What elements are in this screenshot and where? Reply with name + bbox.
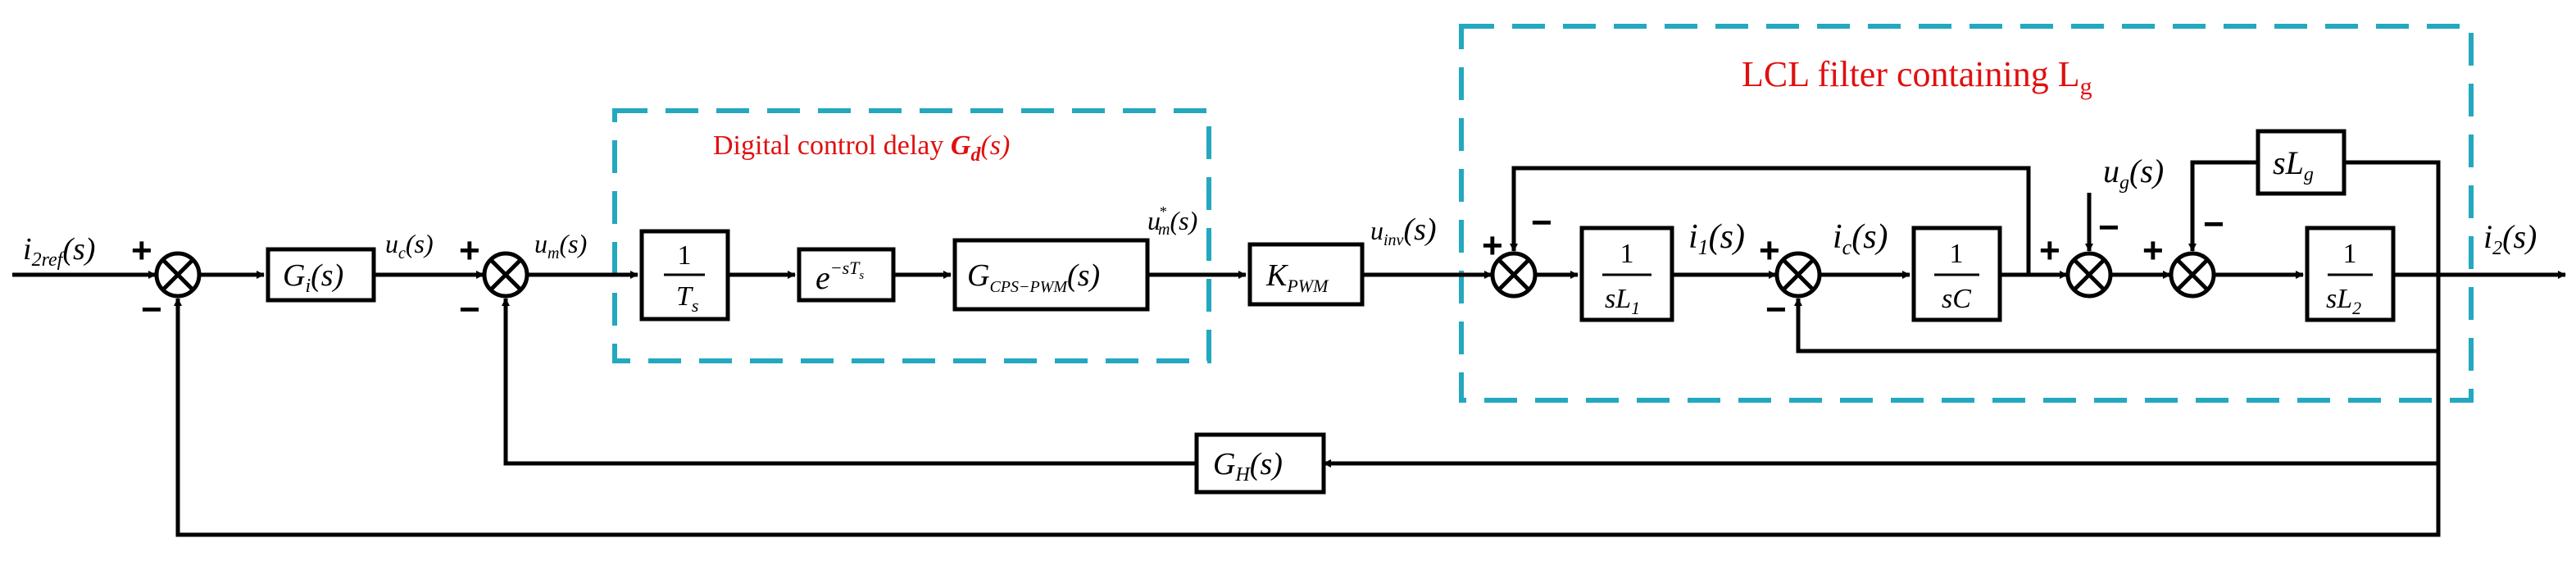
wire-gh-to-sum2 [502, 298, 1197, 466]
gi-label: Gi(s) [283, 258, 343, 297]
gi-block [266, 247, 376, 303]
summing-junction-2 [482, 251, 529, 299]
sc-denominator: sC [1942, 284, 1971, 314]
wire-to-gh [1323, 351, 2441, 468]
sign-minus-sum1: − [141, 290, 162, 330]
signal-i1: i1(s) [1688, 218, 1745, 259]
wire-outer-feedback [174, 298, 2441, 537]
lcl-filter-region [1459, 24, 2474, 403]
sl1-denominator: sL1 [1605, 284, 1640, 318]
sign-plus-sum5: + [2039, 230, 2060, 271]
signal-uc: uc(s) [385, 229, 434, 262]
sign-minus-sum2: − [459, 290, 480, 330]
sign-minus-sum4: − [1765, 290, 1787, 330]
signal-ic: ic(s) [1833, 218, 1888, 259]
summing-junction-1 [154, 251, 202, 299]
signal-i2ref: i2ref(s) [23, 232, 95, 271]
sl1-numerator: 1 [1620, 239, 1634, 269]
summing-junction-5 [2065, 251, 2113, 299]
sl2-numerator: 1 [2343, 239, 2357, 269]
slg-block [2256, 129, 2347, 196]
gh-label: GH(s) [1213, 447, 1283, 486]
sl2-denominator: sL2 [2326, 284, 2361, 318]
sign-plus-sum4: + [1759, 230, 1780, 271]
sc-numerator: 1 [1950, 239, 1964, 269]
wire-cap-voltage-feedback [1510, 166, 2031, 275]
ts-numerator: 1 [678, 240, 692, 271]
digital-delay-region [612, 108, 1211, 363]
signal-um-star: u*m(s) [1147, 203, 1197, 239]
wire-slg-to-sum6 [2188, 160, 2258, 252]
ts-denominator: Ts [676, 281, 698, 316]
sign-minus-sum3: − [1531, 203, 1552, 243]
sign-plus-sum3: + [1482, 226, 1503, 266]
gh-block [1194, 432, 1326, 495]
summing-junction-6 [2169, 251, 2216, 299]
slg-label: sLg [2273, 144, 2314, 185]
sign-plus-sum6: + [2142, 230, 2164, 271]
signal-uinv: uinv(s) [1370, 212, 1437, 249]
delay-exp-block [797, 247, 896, 303]
signal-i2: i2(s) [2483, 218, 2537, 259]
gcps-label: GCPS−PWM(s) [967, 258, 1100, 296]
wire-slg-from-output [2344, 160, 2441, 275]
sign-minus-sum6: − [2203, 204, 2224, 244]
digital-delay-label: Digital control delay Gd(s) [713, 130, 1010, 166]
sign-minus-sum5: − [2098, 208, 2119, 248]
summing-junction-3 [1490, 251, 1538, 299]
exp-label: e−sTs [816, 258, 864, 296]
signal-um: um(s) [534, 229, 587, 262]
sign-plus-sum2: + [459, 230, 480, 271]
wire-i2-to-sum4 [1794, 275, 2441, 353]
summing-junction-4 [1774, 251, 1822, 299]
gcps-pwm-block [952, 238, 1150, 312]
kpwm-label: KPWM [1265, 258, 1329, 296]
signal-ug: ug(s) [2103, 153, 2164, 194]
sign-plus-sum1: + [131, 230, 152, 271]
kpwm-block [1247, 242, 1365, 307]
lcl-filter-label: LCL filter containing Lg [1742, 54, 2092, 100]
